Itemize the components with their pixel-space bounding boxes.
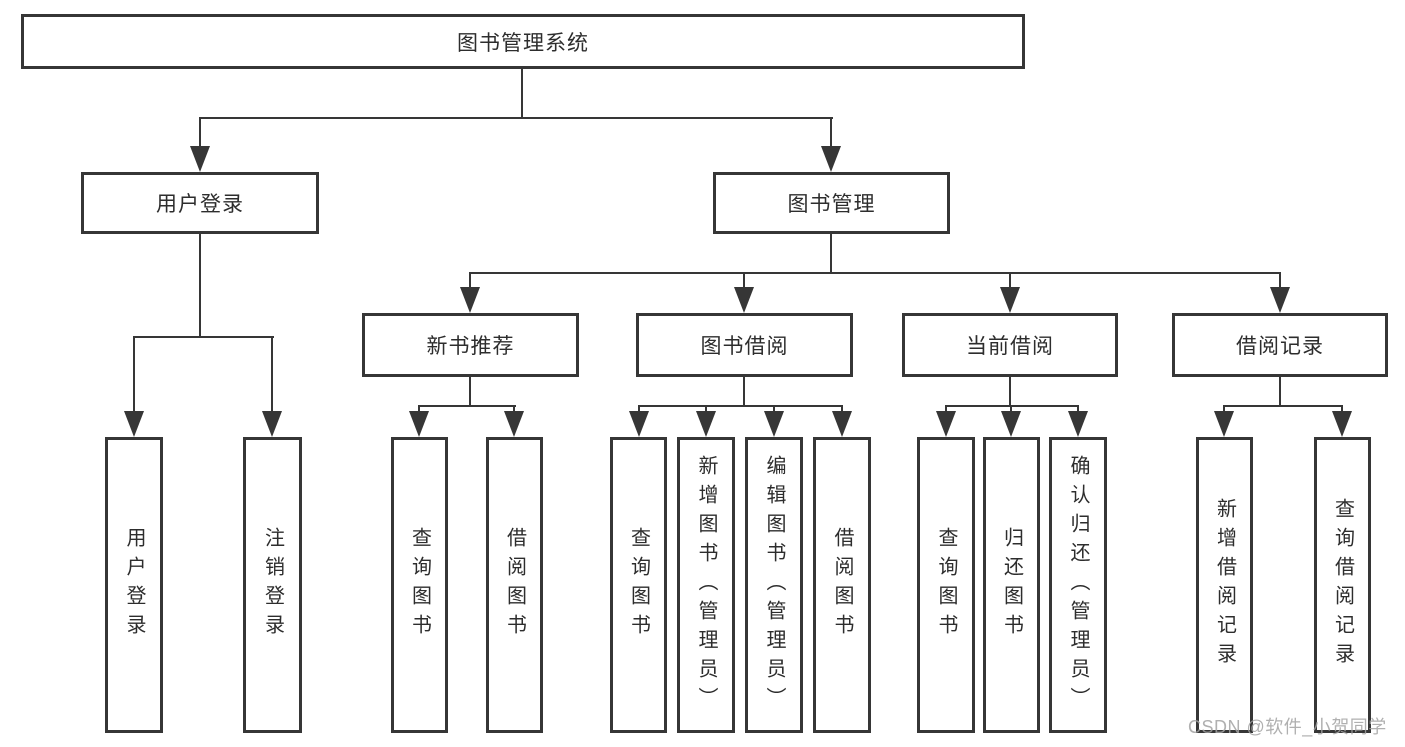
node-label: 查询图书 <box>935 527 957 643</box>
leaf-edit-book-admin: 编辑图书（管理员） <box>745 437 803 733</box>
leaf-confirm-return-admin: 确认归还（管理员） <box>1049 437 1107 733</box>
connector-line <box>1223 405 1343 407</box>
node-label: 用户登录 <box>123 527 145 643</box>
arrow-down-icon <box>734 287 754 313</box>
node-label: 确认归还（管理员） <box>1067 454 1089 716</box>
leaf-query-book: 查询图书 <box>610 437 667 733</box>
arrow-down-icon <box>262 411 282 437</box>
node-label: 查询图书 <box>408 527 431 643</box>
connector-line <box>841 405 843 415</box>
node-library-system: 图书管理系统 <box>21 14 1025 69</box>
node-current-borrow: 当前借阅 <box>902 313 1118 377</box>
leaf-logout: 注销登录 <box>243 437 302 733</box>
connector-line <box>830 233 832 274</box>
arrow-down-icon <box>1000 287 1020 313</box>
arrow-down-icon <box>936 411 956 437</box>
arrow-down-icon <box>409 411 429 437</box>
node-label: 新书推荐 <box>426 335 515 358</box>
node-label: 当前借阅 <box>966 335 1054 358</box>
node-book-management: 图书管理 <box>713 172 950 234</box>
connector-line <box>743 272 745 290</box>
connector-line <box>945 405 947 415</box>
connector-line <box>470 272 1281 274</box>
connector-line <box>133 336 135 414</box>
node-label: 借阅图书 <box>831 527 853 643</box>
node-new-book-recommend: 新书推荐 <box>362 313 579 377</box>
arrow-down-icon <box>1332 411 1352 437</box>
connector-line <box>1279 272 1281 290</box>
node-label: 查询图书 <box>627 527 650 643</box>
arrow-down-icon <box>190 146 210 172</box>
connector-line <box>469 376 471 406</box>
connector-line <box>199 233 201 337</box>
csdn-watermark: CSDN @软件_小贺同学 <box>1188 717 1387 737</box>
leaf-query-book: 查询图书 <box>391 437 448 733</box>
arrow-down-icon <box>696 411 716 437</box>
connector-line <box>1223 405 1225 415</box>
connector-line <box>1010 405 1012 415</box>
node-label: 用户登录 <box>156 193 244 216</box>
leaf-borrow-book: 借阅图书 <box>813 437 871 733</box>
leaf-add-book-admin: 新增图书（管理员） <box>677 437 735 733</box>
leaf-query-book: 查询图书 <box>917 437 975 733</box>
arrow-down-icon <box>821 146 841 172</box>
arrow-down-icon <box>124 411 144 437</box>
connector-line <box>469 272 471 290</box>
node-book-borrow: 图书借阅 <box>636 313 853 377</box>
arrow-down-icon <box>1270 287 1290 313</box>
connector-line <box>521 69 523 118</box>
connector-line <box>418 405 420 415</box>
connector-line <box>1009 376 1011 406</box>
connector-line <box>773 405 775 415</box>
node-user-login: 用户登录 <box>81 172 319 234</box>
node-label: 查询借阅记录 <box>1331 498 1354 672</box>
node-label: 新增借阅记录 <box>1213 498 1236 672</box>
arrow-down-icon <box>504 411 524 437</box>
connector-line <box>1077 405 1079 415</box>
node-label: 新增图书（管理员） <box>695 454 717 716</box>
connector-line <box>705 405 707 415</box>
arrow-down-icon <box>764 411 784 437</box>
arrow-down-icon <box>1068 411 1088 437</box>
connector-line <box>199 117 201 149</box>
connector-line <box>945 405 1079 407</box>
connector-line <box>1009 272 1011 290</box>
connector-line <box>513 405 515 415</box>
leaf-add-borrow-record: 新增借阅记录 <box>1196 437 1253 733</box>
node-label: 编辑图书（管理员） <box>763 454 785 716</box>
arrow-down-icon <box>1214 411 1234 437</box>
node-label: 图书管理系统 <box>457 31 589 55</box>
connector-line <box>271 336 273 414</box>
leaf-borrow-book: 借阅图书 <box>486 437 543 733</box>
connector-line <box>638 405 843 407</box>
connector-line <box>419 405 516 407</box>
leaf-return-book: 归还图书 <box>983 437 1040 733</box>
arrow-down-icon <box>460 287 480 313</box>
node-label: 图书借阅 <box>700 335 789 358</box>
node-borrow-record: 借阅记录 <box>1172 313 1388 377</box>
connector-line <box>830 117 832 149</box>
arrow-down-icon <box>629 411 649 437</box>
node-label: 借阅图书 <box>503 527 526 643</box>
node-label: 图书管理 <box>787 193 876 216</box>
connector-line <box>743 376 745 406</box>
arrow-down-icon <box>832 411 852 437</box>
connector-line <box>1341 405 1343 415</box>
node-label: 借阅记录 <box>1236 335 1324 358</box>
node-label: 注销登录 <box>261 527 284 643</box>
leaf-user-login: 用户登录 <box>105 437 163 733</box>
connector-line <box>638 405 640 415</box>
arrow-down-icon <box>1001 411 1021 437</box>
node-label: 归还图书 <box>1000 527 1023 643</box>
connector-line <box>199 117 833 119</box>
connector-line <box>134 336 274 338</box>
connector-line <box>1279 376 1281 406</box>
leaf-query-borrow-record: 查询借阅记录 <box>1314 437 1371 733</box>
